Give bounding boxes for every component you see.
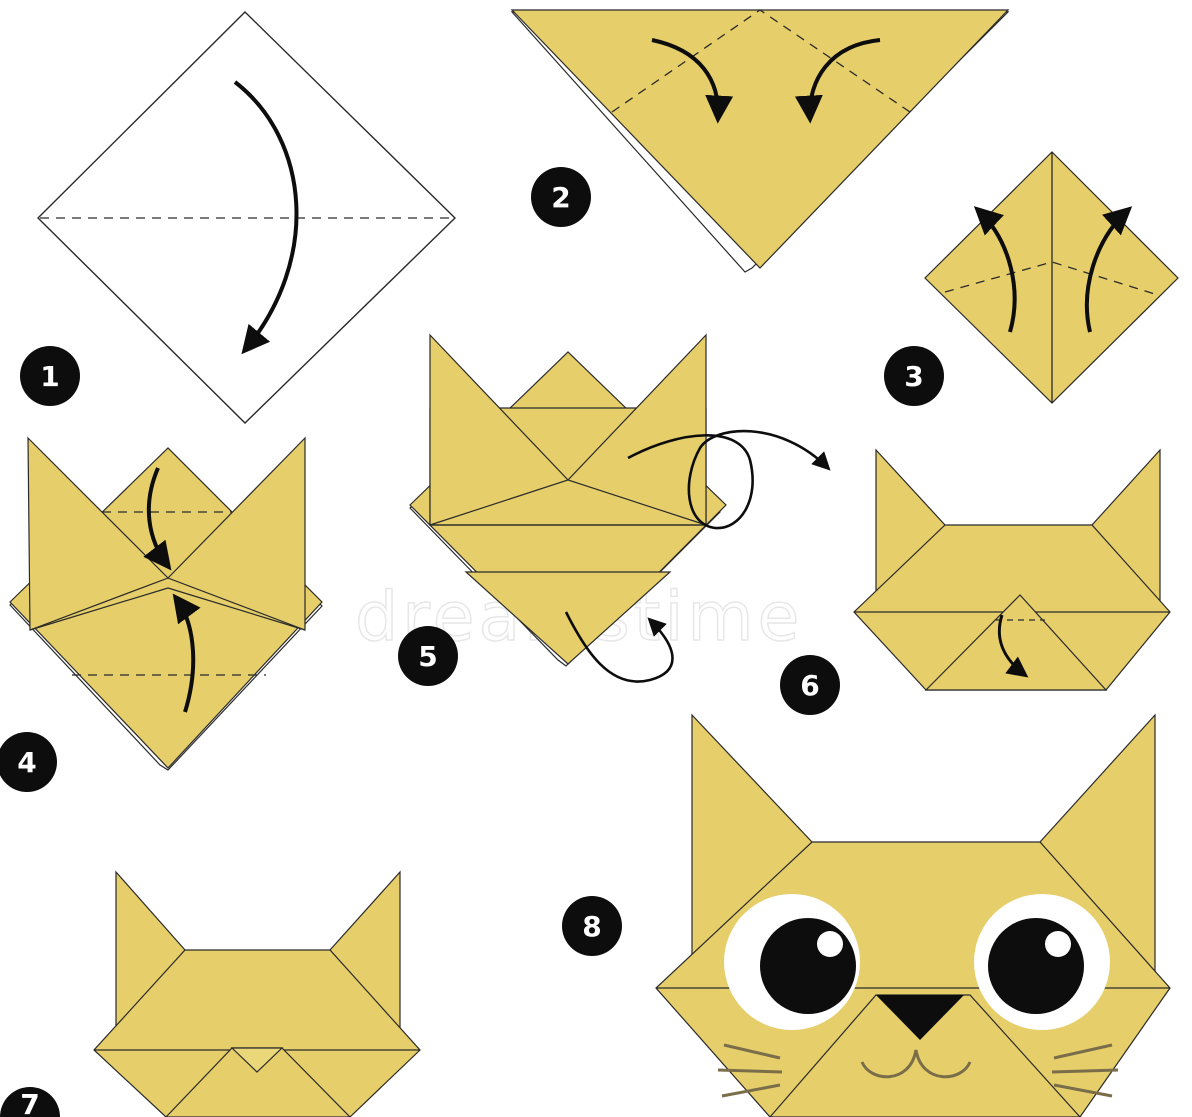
step-7-number: 7 [20, 1088, 39, 1117]
step-3-number: 3 [904, 360, 923, 393]
step-6-badge: 6 [780, 655, 840, 715]
step-1-number: 1 [40, 360, 59, 393]
step-8-left-eye-shine [817, 931, 843, 957]
step-1-diagram [38, 12, 455, 423]
step-3-diagram [925, 152, 1178, 403]
step-7-diagram [94, 872, 420, 1117]
step-6-number: 6 [800, 669, 819, 702]
step-8-badge: 8 [562, 896, 622, 956]
step-5-badge: 5 [398, 626, 458, 686]
step-8-number: 8 [582, 910, 601, 943]
step-2-number: 2 [551, 181, 570, 214]
step-1-badge: 1 [20, 346, 80, 406]
step-4-badge: 4 [0, 732, 57, 792]
step-4-diagram [10, 438, 322, 770]
step-8-left-eye-pupil [760, 918, 856, 1014]
step-2-paper [512, 10, 1008, 268]
step-8-diagram [656, 715, 1170, 1117]
step-7-badge: 7 [0, 1087, 60, 1117]
step-5-number: 5 [418, 640, 437, 673]
step-4-number: 4 [17, 746, 36, 779]
step-3-badge: 3 [884, 346, 944, 406]
step-2-badge: 2 [531, 167, 591, 227]
step-8-right-eye-shine [1045, 931, 1071, 957]
step-6-diagram [854, 450, 1170, 690]
step-8-right-eye-pupil [988, 918, 1084, 1014]
step-2-diagram [512, 10, 1008, 272]
